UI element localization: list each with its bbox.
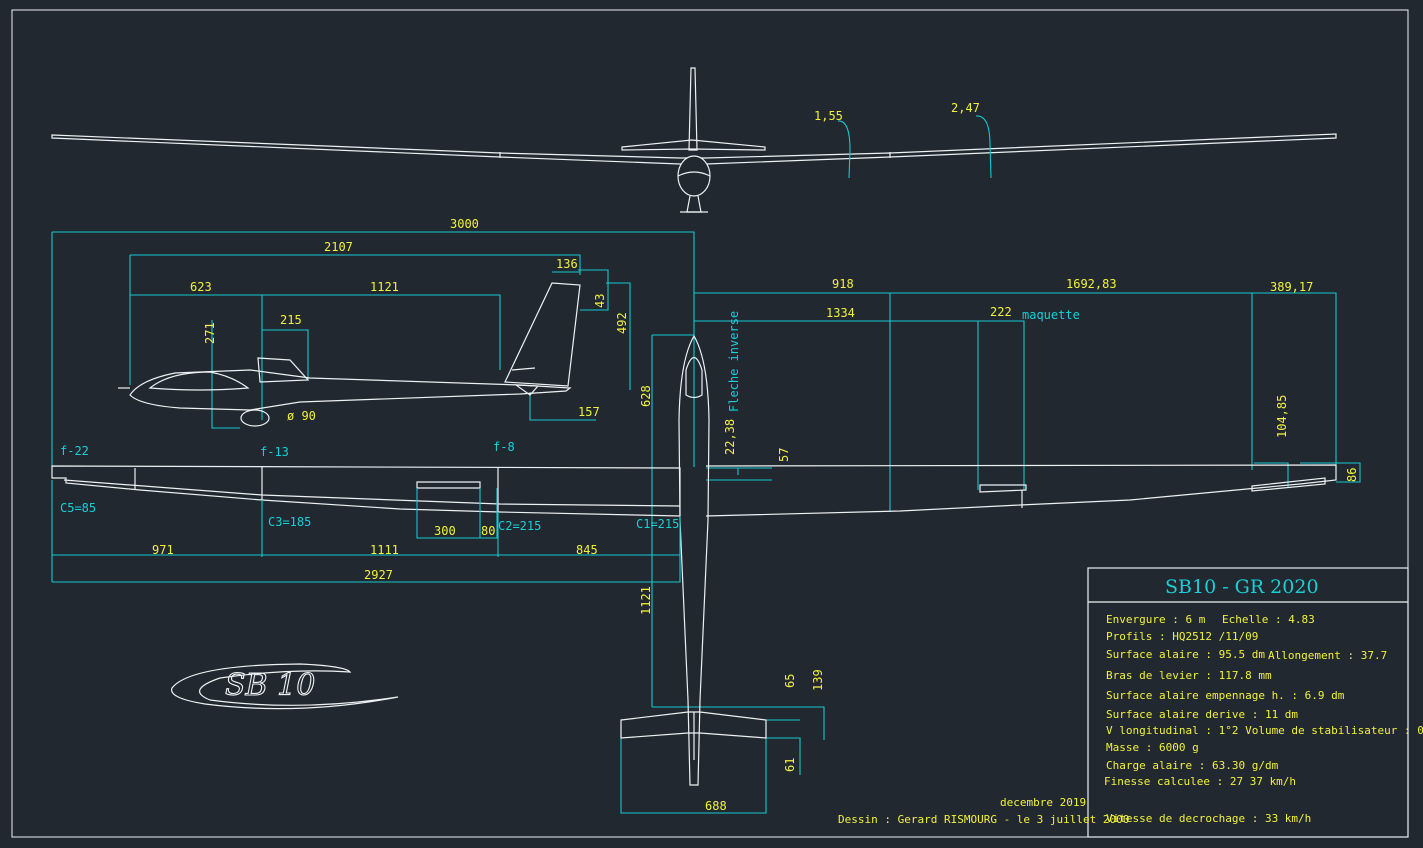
spec-echelle: Echelle : 4.83 — [1222, 613, 1315, 626]
spec-bras: Bras de levier : 117.8 mm — [1106, 669, 1272, 682]
dim-623: 623 — [190, 280, 212, 294]
side-canopy — [148, 371, 250, 391]
fleche-inverse-label: Fleche inverse — [727, 311, 741, 412]
dim-2927: 2927 — [364, 568, 393, 582]
dim-104-85: 104,85 — [1275, 395, 1289, 438]
drawing-frame — [11, 9, 1409, 838]
spec-v-longitudinal: V longitudinal : 1°2 Volume de stabilisa… — [1106, 724, 1423, 737]
credit-date: decembre 2019 — [1000, 796, 1086, 809]
c2-label: C2=215 — [498, 519, 541, 533]
dim-628: 628 — [639, 385, 653, 407]
dim-80: 80 — [481, 524, 495, 538]
dim-136: 136 — [556, 257, 578, 271]
front-fin — [688, 67, 698, 151]
spec-profils: Profils : HQ2512 /11/09 — [1106, 630, 1258, 643]
dim-1121: 1121 — [370, 280, 399, 294]
dim-215: 215 — [280, 313, 302, 327]
dim-139: 139 — [811, 669, 825, 691]
dim-61: 61 — [783, 758, 797, 772]
dim-845: 845 — [576, 543, 598, 557]
dihedral-1-label: 1,55 — [814, 109, 843, 123]
front-view: 1,55 2,47 — [51, 67, 1337, 213]
title-block-title: SB10 - GR 2020 — [1165, 576, 1319, 598]
f22-label: f-22 — [60, 444, 89, 458]
spec-surface-emp: Surface alaire empennage h. : 6.9 dm — [1106, 689, 1345, 702]
dim-300: 300 — [434, 524, 456, 538]
dim-1121-vertical: 1121 — [639, 586, 653, 615]
dim-65: 65 — [783, 674, 797, 688]
side-view: 3000 2107 136 623 1121 43 492 271 215 ø … — [51, 217, 695, 467]
dim-389: 389,17 — [1270, 280, 1313, 294]
dim-157: 157 — [578, 405, 600, 419]
c5-label: C5=85 — [60, 501, 96, 515]
spec-charge: Charge alaire : 63.30 g/dm — [1106, 759, 1279, 772]
dim-2107: 2107 — [324, 240, 353, 254]
length-3000: 3000 — [450, 217, 479, 231]
right-wing-outline — [705, 464, 1337, 517]
f13-label: f-13 — [260, 445, 289, 459]
top-view: 918 1692,83 389,17 1334 222 maquette 628… — [620, 277, 1361, 814]
spec-surface-derive: Surface alaire derive : 11 dm — [1106, 708, 1298, 721]
dim-971: 971 — [152, 543, 174, 557]
dim-271: 271 — [203, 322, 217, 344]
front-tail — [621, 139, 766, 151]
dim-86: 86 — [1345, 468, 1359, 482]
c1-label: C1=215 — [636, 517, 679, 531]
dim-492: 492 — [615, 312, 629, 334]
title-block: SB10 - GR 2020 Envergure : 6 m Echelle :… — [1087, 567, 1423, 838]
credit-dessin: Dessin : Gerard RISMOURG - le 3 juillet … — [838, 813, 1129, 826]
dim-43: 43 — [593, 294, 607, 308]
f8-label: f-8 — [493, 440, 515, 454]
front-fuselage — [677, 155, 711, 197]
dim-57: 57 — [777, 448, 791, 462]
spec-envergure: Envergure : 6 m — [1106, 613, 1206, 626]
side-fin — [504, 282, 581, 387]
top-stabilizer — [620, 711, 767, 739]
dihedral-2-label: 2,47 — [951, 101, 980, 115]
sb10-logo: SB 10 — [171, 663, 399, 710]
dim-1334: 1334 — [826, 306, 855, 320]
dim-22-38: 22,38 — [723, 419, 737, 455]
maquette-label: maquette — [1022, 308, 1080, 322]
top-fuselage — [678, 334, 710, 786]
logo-text: SB 10 — [225, 668, 315, 703]
dim-222: 222 — [990, 305, 1012, 319]
spec-allongement: Allongement : 37.7 — [1268, 649, 1387, 662]
c3-label: C3=185 — [268, 515, 311, 529]
wing-plan: f-22 f-13 f-8 C5=85 C3=185 C2=215 C1=215… — [51, 440, 681, 583]
spec-masse: Masse : 6000 g — [1106, 741, 1199, 754]
dim-1692: 1692,83 — [1066, 277, 1117, 291]
spec-finesse: Finesse calculee : 27 37 km/h — [1104, 775, 1296, 788]
dim-diam-90: ø 90 — [287, 409, 316, 423]
dim-918: 918 — [832, 277, 854, 291]
left-wing-outline — [51, 465, 681, 517]
side-fuselage — [129, 369, 572, 411]
spec-surface: Surface alaire : 95.5 dm — [1106, 648, 1265, 661]
dim-688: 688 — [705, 799, 727, 813]
spec-vitesse: Vitesse de decrochage : 33 km/h — [1106, 812, 1311, 825]
dim-1111: 1111 — [370, 543, 399, 557]
